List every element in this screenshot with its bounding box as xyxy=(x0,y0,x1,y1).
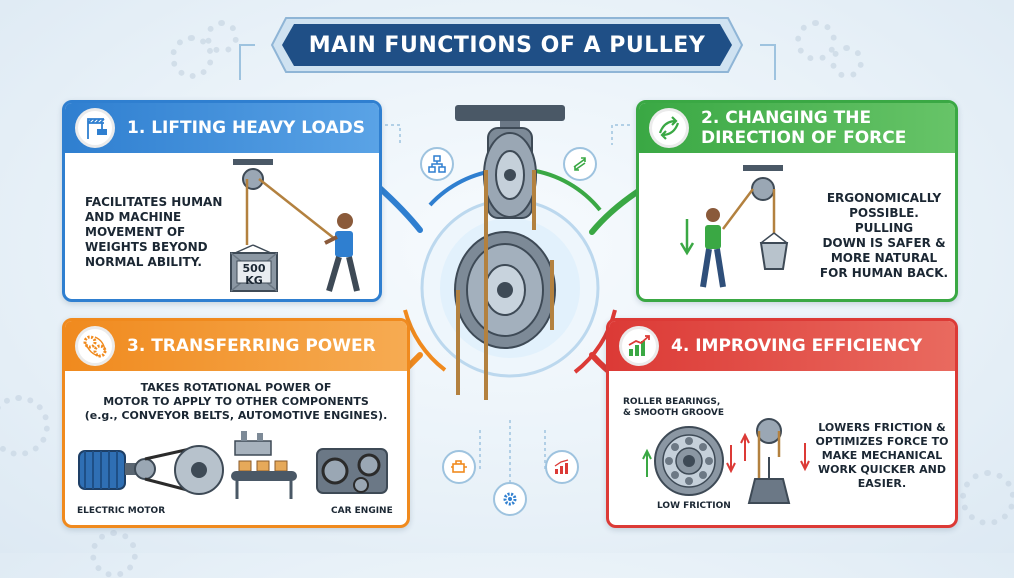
title-plate: MAIN FUNCTIONS OF A PULLEY xyxy=(268,14,746,76)
panel-header: 1. LIFTING HEAVY LOADS xyxy=(65,103,379,153)
engine-icon xyxy=(442,450,476,484)
crane-icon xyxy=(75,108,115,148)
bg-gear-icon xyxy=(0,395,50,457)
panel-title: 1. LIFTING HEAVY LOADS xyxy=(127,118,365,138)
panel-header: 3. TRANSFERRING POWER xyxy=(65,321,407,371)
panel-transferring-power: 3. TRANSFERRING POWER TAKES ROTATIONAL P… xyxy=(62,318,410,528)
direction-illustration xyxy=(679,165,789,288)
direction-arrows-icon xyxy=(649,108,689,148)
car-engine-label: CAR ENGINE xyxy=(331,506,393,516)
lifting-illustration xyxy=(230,159,360,292)
crate-weight-label: 500 KG xyxy=(242,262,266,287)
panel-description: LOWERS FRICTION & OPTIMIZES FORCE TO MAK… xyxy=(815,421,949,490)
bg-gear-icon xyxy=(205,20,239,54)
panel-title: 2. CHANGING THE DIRECTION OF FORCE xyxy=(701,108,907,148)
gear-icon xyxy=(493,482,527,516)
bg-gear-icon xyxy=(830,45,864,79)
page-title: MAIN FUNCTIONS OF A PULLEY xyxy=(308,32,706,58)
low-friction-label: LOW FRICTION xyxy=(657,501,731,511)
chart-icon xyxy=(545,450,579,484)
panel-lifting-heavy-loads: 1. LIFTING HEAVY LOADS FACILITATES HUMAN… xyxy=(62,100,382,302)
hierarchy-icon xyxy=(420,147,454,181)
panel-changing-direction: 2. CHANGING THE DIRECTION OF FORCE ERGON… xyxy=(636,100,958,302)
panel-improving-efficiency: 4. IMPROVING EFFICIENCY ROLLER BEARINGS,… xyxy=(606,318,958,528)
swap-arrows-icon xyxy=(563,147,597,181)
gears-belt-icon xyxy=(75,326,115,366)
panel-title: 3. TRANSFERRING POWER xyxy=(127,336,376,356)
panel-header: 4. IMPROVING EFFICIENCY xyxy=(609,321,955,371)
bg-gear-icon xyxy=(170,35,214,79)
growth-chart-icon xyxy=(619,326,659,366)
efficiency-illustration xyxy=(642,418,810,504)
electric-motor-label: ELECTRIC MOTOR xyxy=(77,506,166,516)
panel-description: TAKES ROTATIONAL POWER OF MOTOR TO APPLY… xyxy=(84,381,388,422)
bg-gear-icon xyxy=(960,470,1014,526)
panel-description: ERGONOMICALLY POSSIBLE. PULLING DOWN IS … xyxy=(819,191,949,280)
bg-gear-icon xyxy=(795,20,837,62)
panel-description: FACILITATES HUMAN AND MACHINE MOVEMENT O… xyxy=(85,195,223,269)
bearings-label: ROLLER BEARINGS, & SMOOTH GROOVE xyxy=(623,397,725,418)
power-illustration xyxy=(78,431,388,499)
panel-title: 4. IMPROVING EFFICIENCY xyxy=(671,336,923,356)
panel-header: 2. CHANGING THE DIRECTION OF FORCE xyxy=(639,103,955,153)
